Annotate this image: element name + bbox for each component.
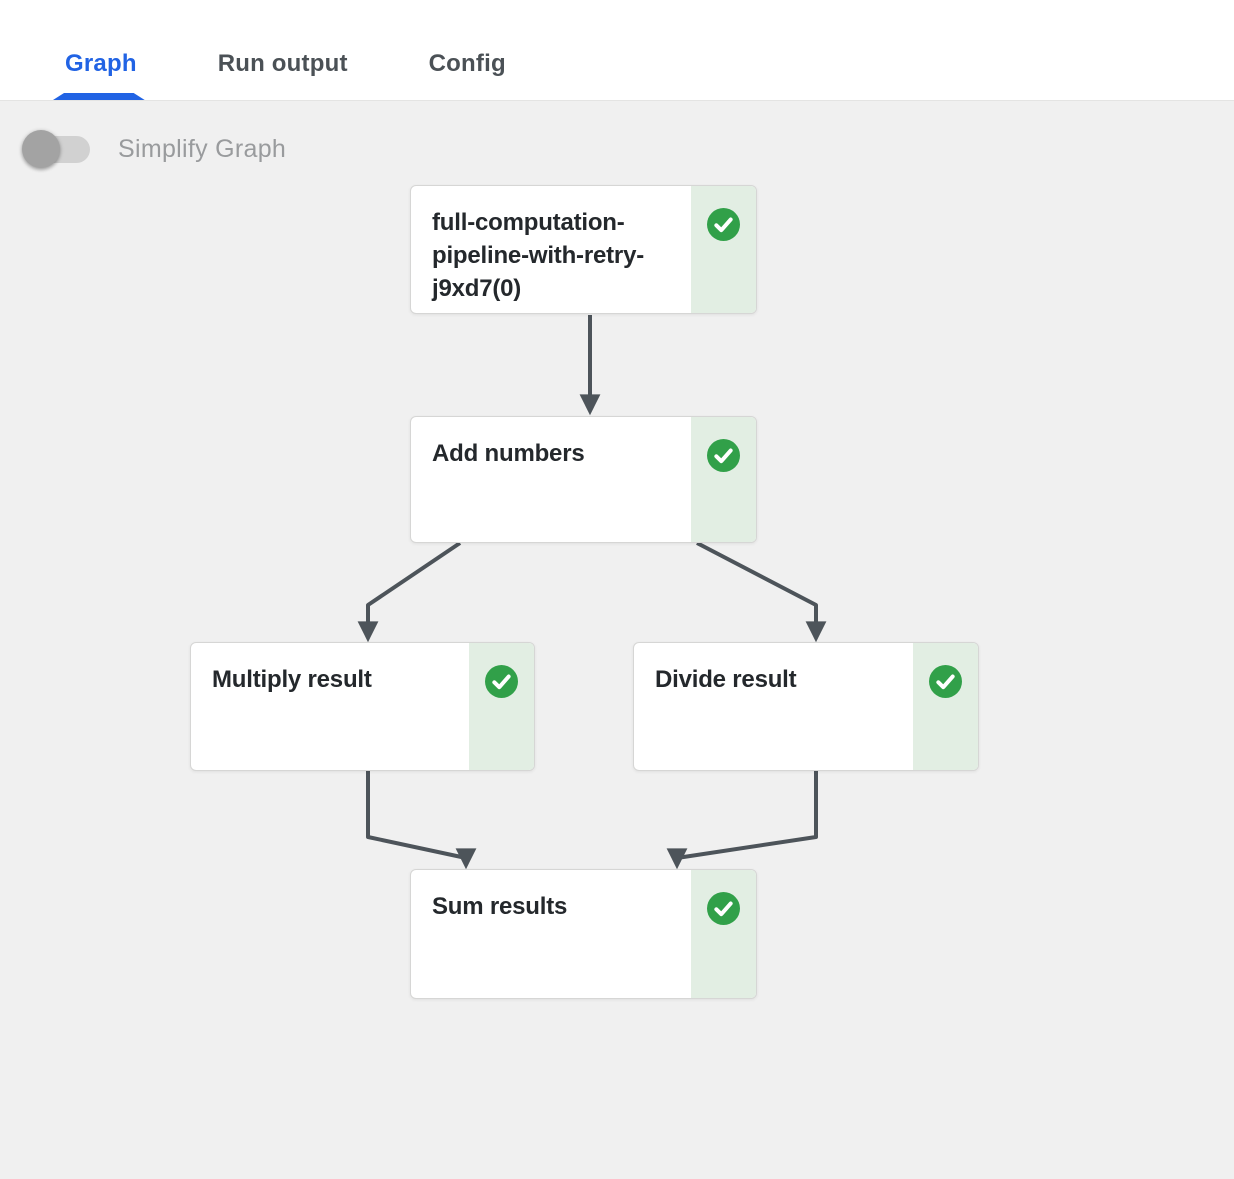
node-status-panel [469,643,534,770]
active-tab-underline [53,93,145,100]
tab-run-output[interactable]: Run output [218,0,348,100]
toggle-knob[interactable] [22,130,60,168]
node-status-panel [913,643,978,770]
edge-divide-sum [666,771,818,870]
graph-node-root[interactable]: full-computation-pipeline-with-retry-j9x… [410,185,757,314]
tab-run-output-label: Run output [217,50,348,77]
graph-node-sum[interactable]: Sum results [410,869,757,999]
tab-bar: Graph Run output Config [0,0,1234,100]
tab-graph-label: Graph [65,50,137,77]
node-label: Sum results [432,893,568,920]
node-status-panel [691,870,756,998]
tab-config-label: Config [428,50,506,77]
edge-add-divide [696,541,827,643]
graph-node-divide[interactable]: Divide result [633,642,979,771]
success-check-icon [929,665,962,698]
graph-node-add[interactable]: Add numbers [410,416,757,543]
tab-graph[interactable]: Graph [65,0,137,100]
workflow-graph-canvas: full-computation-pipeline-with-retry-j9x… [0,101,1234,1179]
simplify-graph-control: Simplify Graph [22,130,286,168]
edge-multiply-sum [366,771,477,870]
node-status-panel [691,417,756,542]
simplify-graph-label: Simplify Graph [118,134,287,163]
node-status-panel [691,186,756,313]
node-label: full-computation-pipeline-with-retry-j9x… [432,209,645,302]
success-check-icon [485,665,518,698]
graph-node-multiply[interactable]: Multiply result [190,642,535,771]
tab-config[interactable]: Config [429,0,506,100]
edge-add-multiply [357,541,462,643]
node-label: Add numbers [432,440,585,467]
node-label: Divide result [655,666,797,693]
simplify-graph-toggle[interactable] [22,130,90,168]
success-check-icon [707,892,740,925]
graph-panel: full-computation-pipeline-with-retry-j9x… [0,100,1234,1178]
success-check-icon [707,208,740,241]
success-check-icon [707,439,740,472]
graph-edges [357,315,827,870]
node-label: Multiply result [212,666,372,693]
